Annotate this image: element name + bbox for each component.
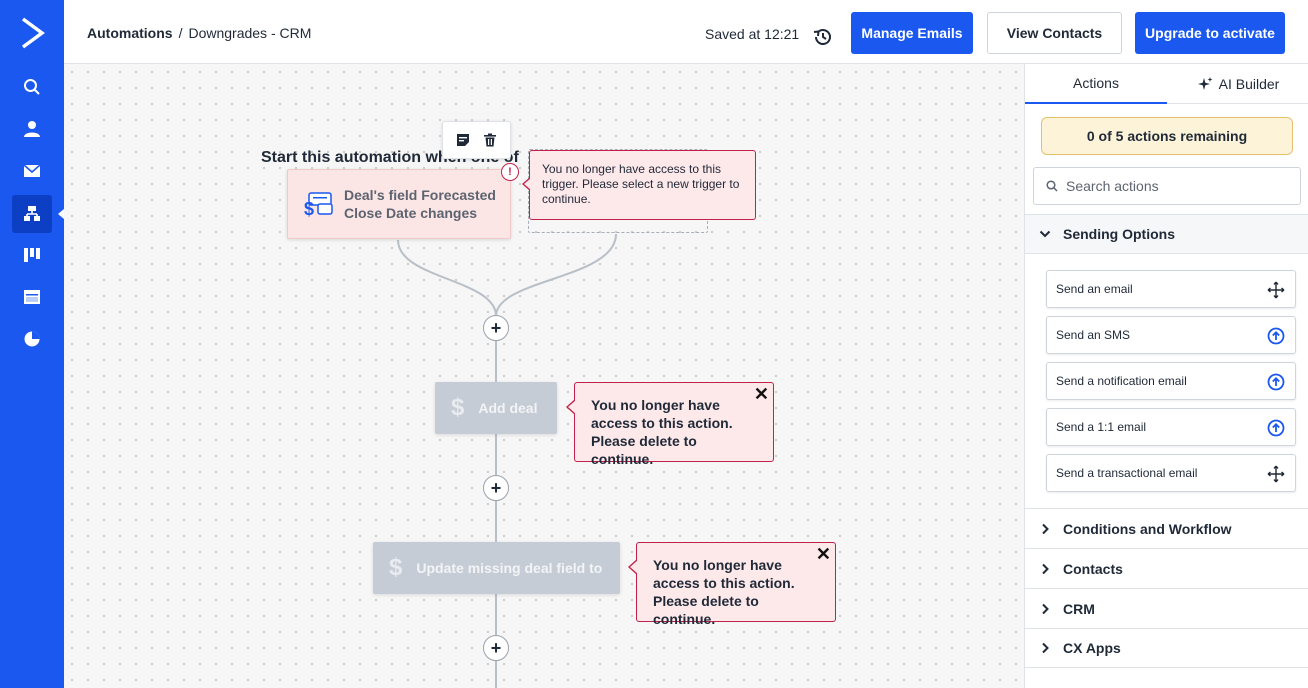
trigger-error-tooltip: You no longer have access to this trigge…: [522, 150, 756, 220]
trigger-toolbar: [442, 121, 511, 159]
view-contacts-button[interactable]: View Contacts: [987, 12, 1122, 54]
section-label: Conditions and Workflow: [1063, 520, 1232, 537]
browser-icon: [24, 290, 40, 304]
section-crm[interactable]: CRM: [1025, 588, 1308, 628]
automation-canvas[interactable]: Start this automation when one of $ Deal…: [64, 64, 1024, 688]
tab-actions[interactable]: Actions: [1025, 64, 1167, 104]
option-label: Send an SMS: [1056, 328, 1131, 342]
tab-ai-builder[interactable]: AI Builder: [1167, 64, 1308, 104]
trigger-card[interactable]: $ Deal's field Forecasted Close Date cha…: [287, 169, 511, 239]
saved-status: Saved at 12:21: [705, 26, 800, 42]
upgrade-arrow-icon[interactable]: [1267, 373, 1285, 391]
section-contacts[interactable]: Contacts: [1025, 548, 1308, 588]
chevron-right-icon: [1042, 603, 1049, 614]
action-option-send-sms[interactable]: Send an SMS: [1046, 316, 1296, 354]
pie-chart-icon: [24, 331, 40, 347]
nav-automations[interactable]: [12, 195, 64, 233]
trigger-label: Deal's field Forecasted Close Date chang…: [344, 187, 496, 221]
chevron-right-icon: [1042, 523, 1049, 534]
section-label: CRM: [1063, 600, 1095, 617]
close-icon[interactable]: ✕: [815, 544, 831, 564]
person-icon: [24, 121, 40, 137]
top-header: Automations / Downgrades - CRM Saved at …: [64, 0, 1308, 64]
envelope-icon: [23, 164, 41, 177]
action-option-send-notification-email[interactable]: Send a notification email: [1046, 362, 1296, 400]
action-label: Update missing deal field to: [416, 560, 603, 576]
option-label: Send a 1:1 email: [1056, 420, 1147, 434]
close-icon[interactable]: ✕: [753, 384, 769, 404]
automation-icon: [24, 206, 40, 221]
actions-panel: Actions AI Builder 0 of 5 actions remain…: [1024, 64, 1308, 688]
action-error-tooltip: You no longer have access to this action…: [628, 542, 836, 627]
breadcrumb-separator: /: [178, 25, 183, 41]
nav-contacts[interactable]: [12, 110, 52, 148]
nav-website[interactable]: [12, 278, 52, 316]
left-nav: [0, 0, 64, 688]
chevron-down-icon: [1039, 230, 1051, 238]
option-label: Send an email: [1056, 282, 1133, 296]
logo-icon[interactable]: [20, 16, 46, 50]
nav-deals[interactable]: [12, 236, 52, 274]
tab-ai-builder-label: AI Builder: [1218, 76, 1280, 92]
tooltip-message: You no longer have access to this action…: [653, 557, 795, 627]
kanban-icon: [24, 248, 40, 262]
option-label: Send a transactional email: [1056, 466, 1198, 480]
search-icon: [1046, 180, 1058, 192]
trash-icon[interactable]: [483, 133, 497, 147]
manage-emails-button[interactable]: Manage Emails: [851, 12, 973, 54]
section-label: Contacts: [1063, 560, 1123, 577]
action-option-send-1-1-email[interactable]: Send a 1:1 email: [1046, 408, 1296, 446]
action-option-send-transactional-email[interactable]: Send a transactional email: [1046, 454, 1296, 492]
dollar-glyph: $: [304, 199, 314, 217]
chevron-right-icon: [1042, 642, 1049, 654]
section-sending-options[interactable]: Sending Options: [1025, 214, 1308, 254]
panel-tabs: Actions AI Builder: [1025, 64, 1308, 104]
tooltip-message: You no longer have access to this action…: [591, 397, 733, 467]
dollar-icon: $: [389, 554, 403, 581]
sparkle-icon: [1197, 77, 1213, 90]
section-conditions-and-workflow[interactable]: Conditions and Workflow: [1025, 508, 1308, 548]
nav-reports[interactable]: [12, 320, 52, 358]
connector-lines: [397, 233, 617, 688]
action-card-add-deal[interactable]: $ Add deal: [435, 382, 557, 434]
search-icon: [24, 79, 40, 95]
option-label: Send a notification email: [1056, 374, 1187, 388]
action-option-send-email[interactable]: Send an email: [1046, 270, 1296, 308]
breadcrumb: Automations / Downgrades - CRM: [87, 25, 311, 41]
section-cx-apps[interactable]: CX Apps: [1025, 628, 1308, 668]
history-icon[interactable]: [812, 26, 834, 48]
note-icon[interactable]: [456, 133, 470, 147]
action-error-tooltip: You no longer have access to this action…: [566, 382, 774, 467]
upgrade-arrow-icon[interactable]: [1267, 419, 1285, 437]
dollar-icon: $: [451, 394, 465, 421]
add-step-button[interactable]: +: [483, 315, 509, 341]
search-actions-field[interactable]: [1033, 167, 1301, 205]
move-icon[interactable]: [1267, 465, 1285, 483]
add-step-button[interactable]: +: [483, 475, 509, 501]
action-card-update-deal-field[interactable]: $ Update missing deal field to: [373, 542, 620, 594]
upgrade-to-activate-button[interactable]: Upgrade to activate: [1135, 12, 1285, 54]
search-actions-input[interactable]: [1066, 178, 1286, 194]
section-label: Sending Options: [1063, 226, 1175, 242]
breadcrumb-current: Downgrades - CRM: [188, 25, 312, 41]
move-icon[interactable]: [1267, 281, 1285, 299]
add-step-button[interactable]: +: [483, 635, 509, 661]
actions-remaining-badge: 0 of 5 actions remaining: [1041, 117, 1293, 155]
nav-search[interactable]: [12, 68, 52, 106]
upgrade-arrow-icon[interactable]: [1267, 327, 1285, 345]
chevron-right-icon: [1042, 563, 1049, 574]
error-alert-icon: !: [501, 163, 519, 181]
nav-campaigns[interactable]: [12, 152, 52, 190]
action-label: Add deal: [478, 400, 538, 416]
deal-field-change-icon: $: [304, 192, 333, 217]
section-label: CX Apps: [1063, 640, 1121, 656]
breadcrumb-automations-link[interactable]: Automations: [87, 25, 173, 41]
